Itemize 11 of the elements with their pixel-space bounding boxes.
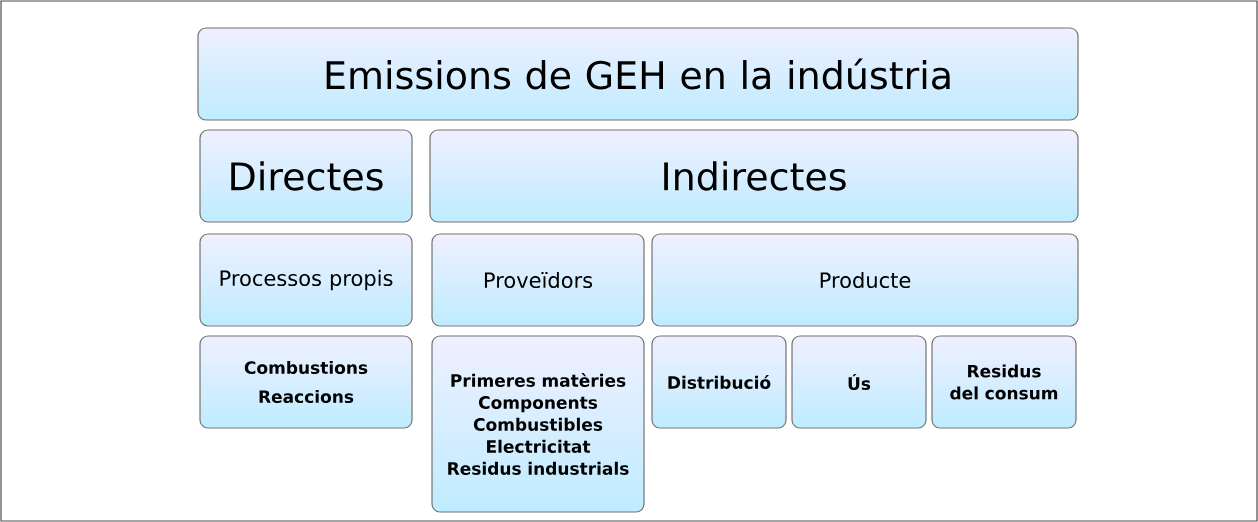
category-box: Primeres matèries Components Combustibles Electricitat Residus industrials	[431, 335, 645, 513]
category-box: Processos propis	[199, 233, 413, 327]
category-box: Indirectes	[429, 129, 1079, 223]
category-box: Distribució	[651, 335, 787, 429]
category-box: Proveïdors	[431, 233, 645, 327]
category-box: Combustions Reaccions	[199, 335, 413, 429]
category-box: Ús	[791, 335, 927, 429]
category-box: Producte	[651, 233, 1079, 327]
category-box: Emissions de GEH en la indústria	[197, 27, 1079, 121]
category-box: Residus del consum	[931, 335, 1077, 429]
category-box: Directes	[199, 129, 413, 223]
